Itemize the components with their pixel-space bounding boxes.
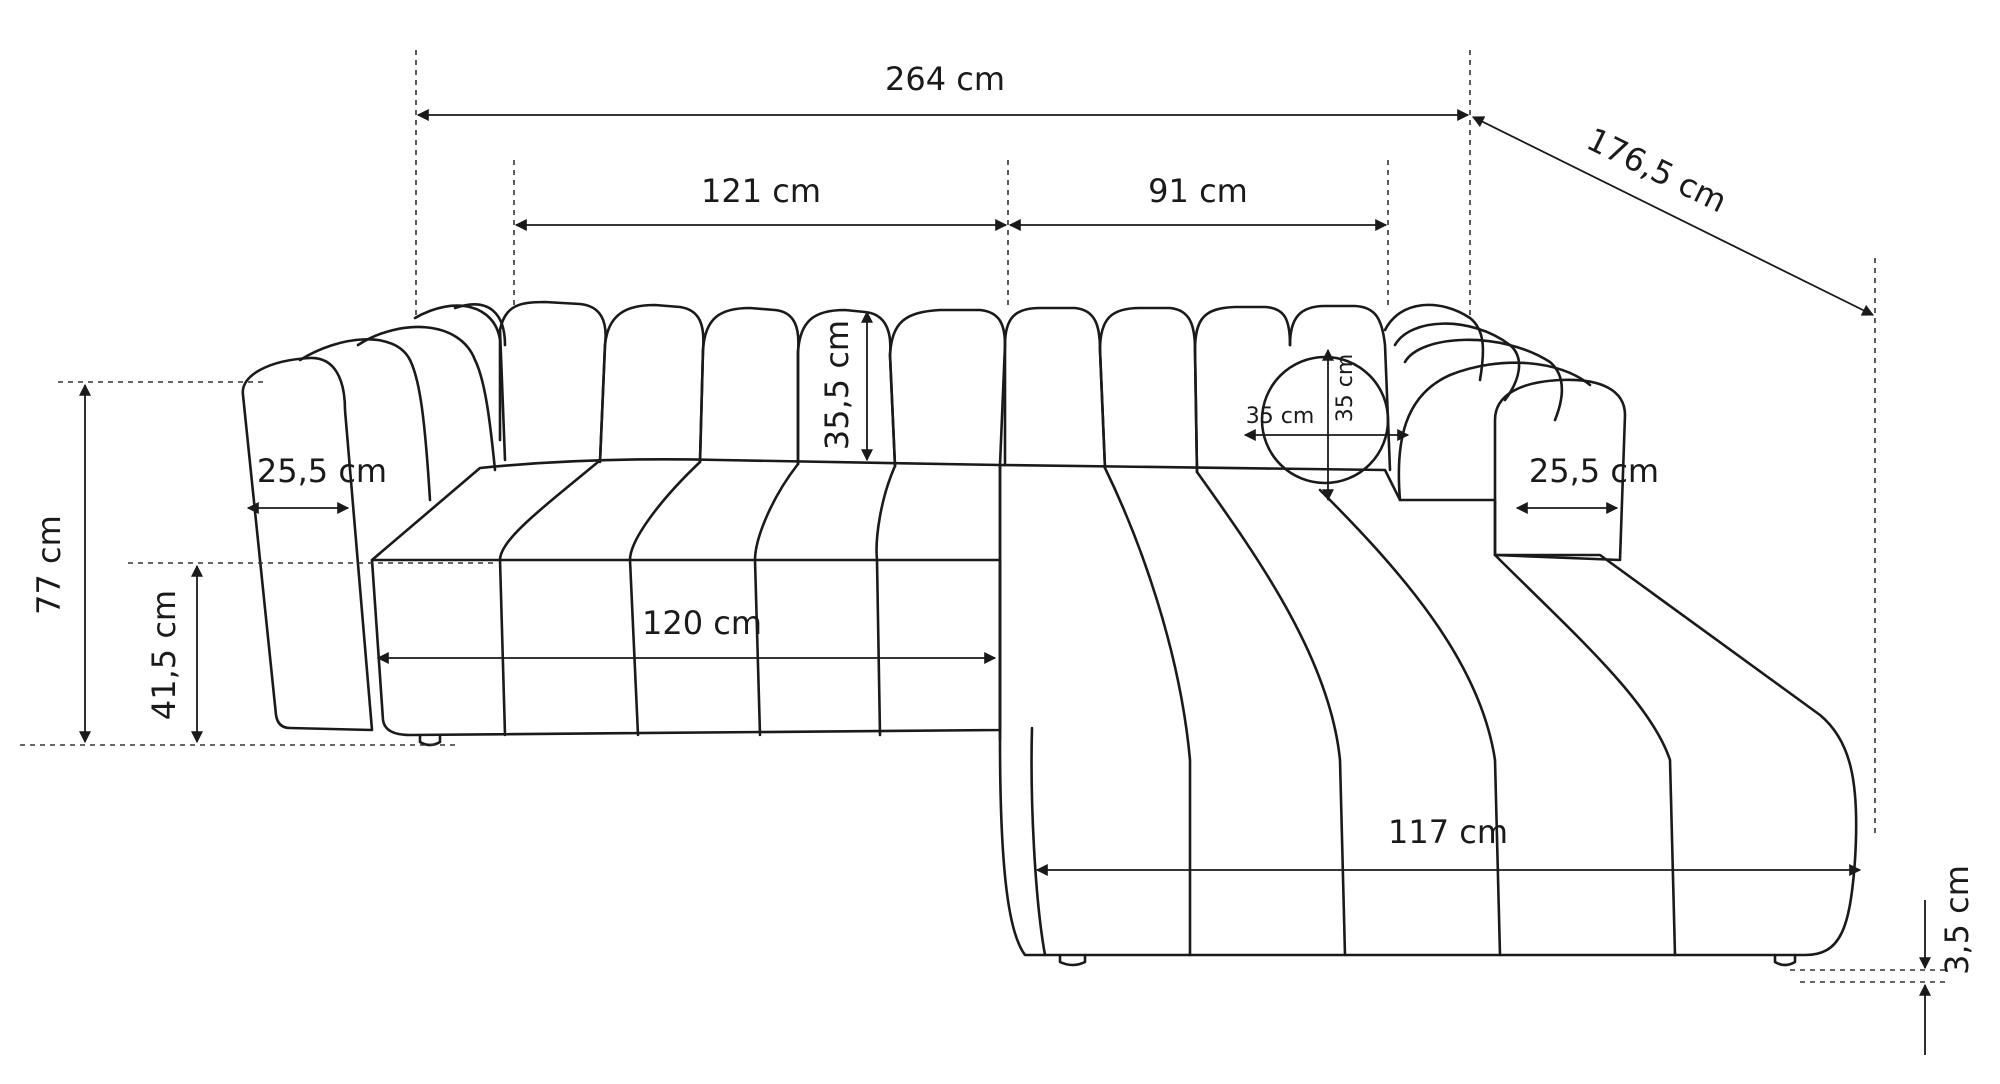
right-arm-rib-1 <box>1383 303 1485 382</box>
label-pillow-height: 35 cm <box>1333 354 1358 423</box>
chaise-front-leg <box>1058 953 1087 967</box>
label-arm-right: 25,5 cm <box>1529 452 1659 490</box>
dim-chaise-depth-arrow <box>1471 116 1875 316</box>
back-cushion-6 <box>1003 306 1107 470</box>
label-back-left: 121 cm <box>701 172 821 210</box>
label-pillow-width: 35 cm <box>1246 404 1315 429</box>
left-seat-top <box>370 457 1002 737</box>
chaise-divider-1 <box>1103 466 1192 957</box>
sofa-outline <box>241 300 1858 967</box>
label-chaise-width: 117 cm <box>1388 813 1508 851</box>
dimension-lines <box>79 109 1931 1055</box>
chaise-left-edge <box>1030 726 1047 957</box>
back-cushion-7 <box>1098 306 1199 474</box>
label-back-right: 91 cm <box>1148 172 1248 210</box>
right-armrest <box>1493 378 1627 562</box>
label-seat-width: 120 cm <box>642 604 762 642</box>
back-cushion-8 <box>1193 305 1292 474</box>
left-arm-rib-3 <box>413 304 502 442</box>
chaise-divider-3 <box>1318 488 1502 957</box>
back-cushion-1 <box>498 300 607 464</box>
back-cushion-9 <box>1288 304 1392 472</box>
label-leg-height: 3,5 cm <box>1938 865 1976 975</box>
back-cushion-3 <box>698 306 800 466</box>
right-arm-rib-2 <box>1393 322 1521 402</box>
left-seat-divider-4 <box>875 464 897 737</box>
right-arm-rib-3 <box>1403 338 1564 422</box>
right-arm-rib-4 <box>1397 361 1592 502</box>
chaise-right-leg <box>1773 953 1797 967</box>
chaise-body <box>998 463 1858 957</box>
label-height-total: 77 cm <box>30 515 68 615</box>
left-arm-rib-2 <box>356 325 497 472</box>
back-cushion-4 <box>796 308 897 468</box>
left-seat-divider-2 <box>628 460 702 737</box>
label-total-width: 264 cm <box>885 60 1005 98</box>
chaise-divider-2 <box>1195 470 1347 957</box>
left-arm-rib-4 <box>453 303 507 347</box>
label-backrest-height: 35,5 cm <box>818 320 856 450</box>
left-seat-divider-1 <box>498 460 600 737</box>
label-seat-height: 41,5 cm <box>145 590 183 720</box>
left-seat-divider-3 <box>753 462 800 737</box>
left-arm-rib-1 <box>298 338 432 502</box>
guide-lines <box>20 50 1945 983</box>
label-arm-left: 25,5 cm <box>257 452 387 490</box>
chaise-divider-4 <box>1493 553 1677 957</box>
back-cushion-2 <box>598 303 705 464</box>
label-chaise-depth: 176,5 cm <box>1581 120 1733 220</box>
back-cushion-5 <box>888 308 1007 468</box>
left-leg <box>418 733 442 747</box>
left-armrest <box>241 356 374 732</box>
